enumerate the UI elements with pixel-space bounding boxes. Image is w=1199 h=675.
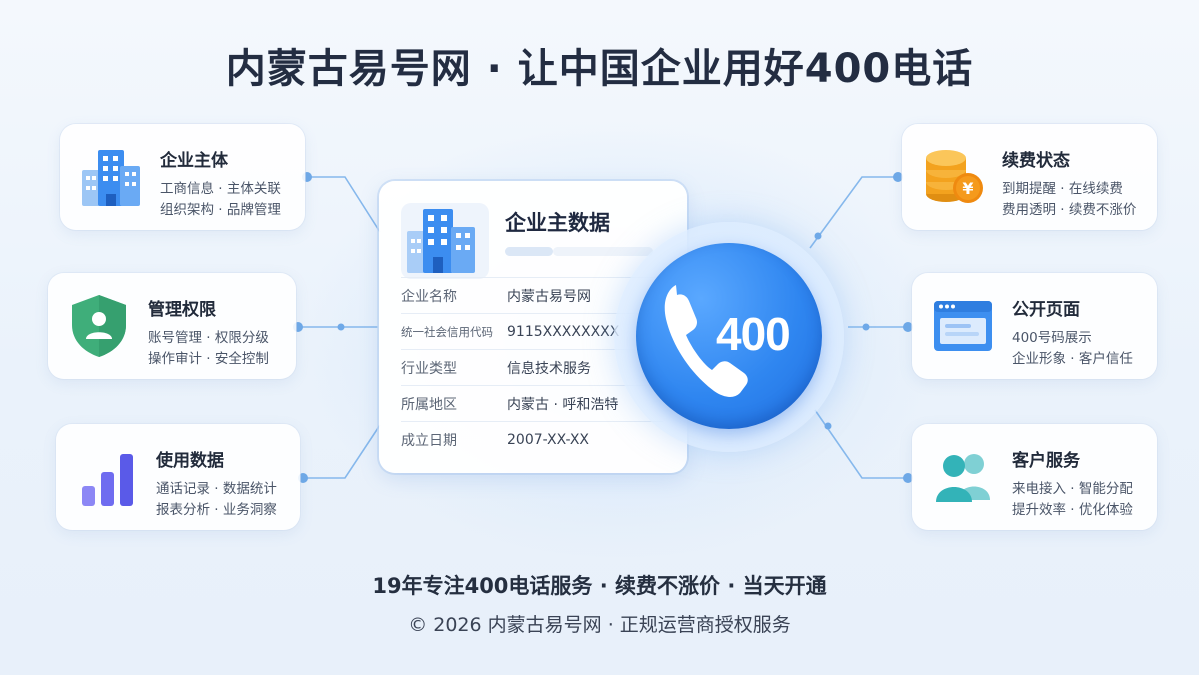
card-customer-service[interactable]: 客户服务 来电接入 · 智能分配 提升效率 · 优化体验: [912, 424, 1157, 530]
connector-right-1: [809, 176, 898, 249]
card-line: 提升效率 · 优化体验: [1012, 502, 1133, 518]
footer-tagline: 19年专注400电话服务 · 续费不涨价 · 当天开通: [372, 574, 827, 598]
master-data-title: 企业主数据: [505, 211, 610, 235]
card-line: 工商信息 · 主体关联: [160, 181, 281, 197]
node-right-3b: [824, 422, 832, 430]
node-left-2b: [337, 323, 345, 331]
card-title: 企业主体: [160, 151, 228, 171]
card-line: 报表分析 · 业务洞察: [156, 502, 277, 518]
connector-right-3: [814, 409, 908, 479]
master-row: 企业名称 内蒙古易号网: [401, 277, 663, 313]
card-permissions[interactable]: 管理权限 账号管理 · 权限分级 操作审计 · 安全控制: [48, 273, 296, 379]
building-icon: [401, 203, 489, 279]
phone-icon: [664, 285, 748, 397]
row-key: 统一社会信用代码: [401, 324, 493, 339]
row-key: 企业名称: [401, 288, 457, 305]
row-key: 所属地区: [401, 396, 457, 413]
row-value: 信息技术服务: [507, 360, 591, 377]
card-line: 企业形象 · 客户信任: [1012, 351, 1133, 367]
node-right-1: [893, 172, 903, 182]
card-line: 费用透明 · 续费不涨价: [1002, 202, 1137, 218]
row-value: 9115XXXXXXXX: [507, 323, 620, 340]
node-left-3: [298, 473, 308, 483]
card-line: 400号码展示: [1012, 330, 1092, 346]
phone-400-badge: 400: [636, 243, 822, 429]
master-row: 行业类型 信息技术服务: [401, 349, 663, 385]
card-enterprise-entity[interactable]: 企业主体 工商信息 · 主体关联 组织架构 · 品牌管理: [60, 124, 305, 230]
card-title: 管理权限: [148, 300, 216, 320]
master-row: 统一社会信用代码 9115XXXXXXXX: [401, 313, 663, 349]
title-underline-faint: [553, 247, 653, 256]
users-icon: [936, 454, 990, 502]
title-underline: [505, 247, 553, 256]
connector-left-1: [307, 176, 381, 233]
master-row: 成立日期 2007-XX-XX: [401, 421, 663, 457]
card-title: 续费状态: [1002, 151, 1070, 171]
footer-copyright: © 2026 内蒙古易号网 · 正规运营商授权服务: [408, 614, 791, 636]
row-key: 行业类型: [401, 360, 457, 377]
card-line: 账号管理 · 权限分级: [148, 330, 269, 346]
card-title: 公开页面: [1012, 300, 1080, 320]
node-right-3: [903, 473, 913, 483]
row-key: 成立日期: [401, 432, 457, 449]
row-value: 内蒙古 · 呼和浩特: [507, 396, 619, 413]
shield-user-icon: [72, 295, 126, 357]
node-right-2: [903, 322, 913, 332]
page-title: 内蒙古易号网 · 让中国企业用好400电话: [225, 46, 974, 92]
webpage-icon: [934, 301, 992, 351]
card-line: 到期提醒 · 在线续费: [1002, 181, 1123, 197]
svg-text:¥: ¥: [962, 179, 973, 198]
connector-left-3: [303, 424, 381, 479]
card-title: 使用数据: [156, 451, 224, 471]
master-row: 所属地区 内蒙古 · 呼和浩特: [401, 385, 663, 421]
row-value: 2007-XX-XX: [507, 431, 590, 448]
card-line: 组织架构 · 品牌管理: [160, 202, 281, 218]
phone-number-400: 400: [716, 308, 791, 360]
row-value: 内蒙古易号网: [507, 288, 591, 305]
card-line: 操作审计 · 安全控制: [148, 351, 269, 367]
coins-yen-icon: ¥: [926, 150, 983, 203]
bar-chart-icon: [82, 454, 133, 506]
building-icon: [82, 150, 140, 206]
card-title: 客户服务: [1012, 451, 1080, 471]
card-line: 通话记录 · 数据统计: [156, 481, 277, 497]
card-renewal-status[interactable]: ¥ 续费状态 到期提醒 · 在线续费 费用透明 · 续费不涨价: [902, 124, 1157, 230]
node-right-2b: [862, 323, 870, 331]
card-public-page[interactable]: 公开页面 400号码展示 企业形象 · 客户信任: [912, 273, 1157, 379]
card-usage-data[interactable]: 使用数据 通话记录 · 数据统计 报表分析 · 业务洞察: [56, 424, 300, 530]
node-right-1b: [814, 232, 822, 240]
card-line: 来电接入 · 智能分配: [1012, 481, 1133, 497]
